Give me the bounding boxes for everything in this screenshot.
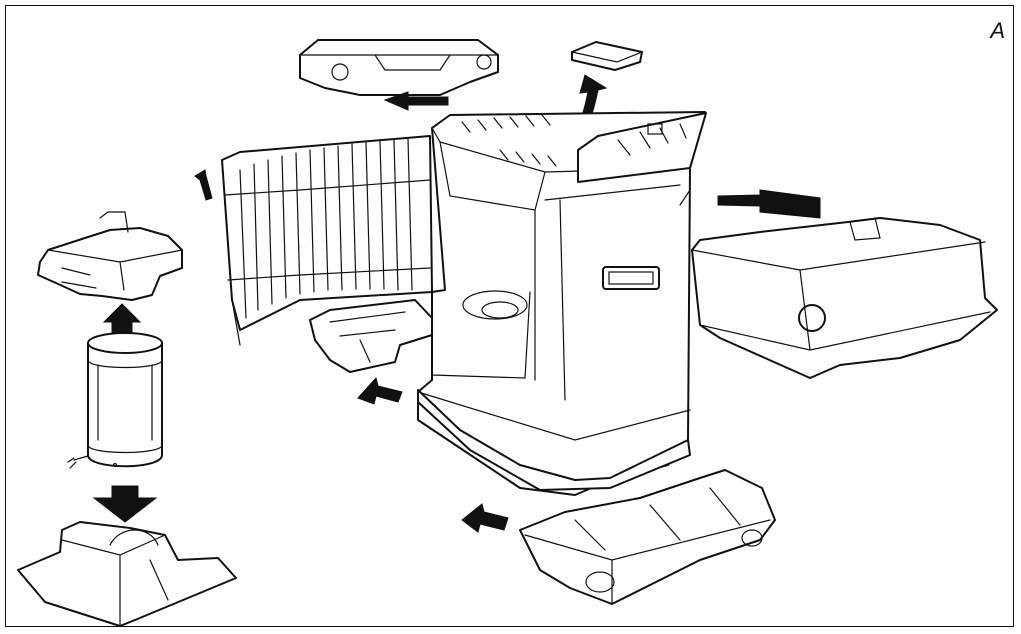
right-panel-part bbox=[691, 217, 998, 379]
arrow-right-panel bbox=[717, 189, 821, 219]
bracket-part bbox=[37, 211, 183, 301]
arrow-base-tray bbox=[461, 503, 509, 533]
small-tray-part bbox=[309, 299, 433, 373]
arrow-top-cover bbox=[383, 91, 449, 111]
top-cover-part bbox=[299, 39, 499, 96]
heater-body bbox=[417, 111, 707, 496]
base-tray-right bbox=[519, 469, 776, 605]
arrow-small-tray bbox=[357, 376, 403, 405]
arrow-burner bbox=[92, 485, 158, 523]
heat-shield-grille bbox=[221, 135, 433, 346]
figure-label: A bbox=[990, 18, 1005, 43]
arrow-grille bbox=[194, 169, 213, 201]
burner-cylinder bbox=[67, 332, 163, 469]
lid-plate bbox=[571, 41, 643, 71]
figure-frame bbox=[5, 5, 1014, 627]
base-tray-left bbox=[17, 521, 237, 627]
